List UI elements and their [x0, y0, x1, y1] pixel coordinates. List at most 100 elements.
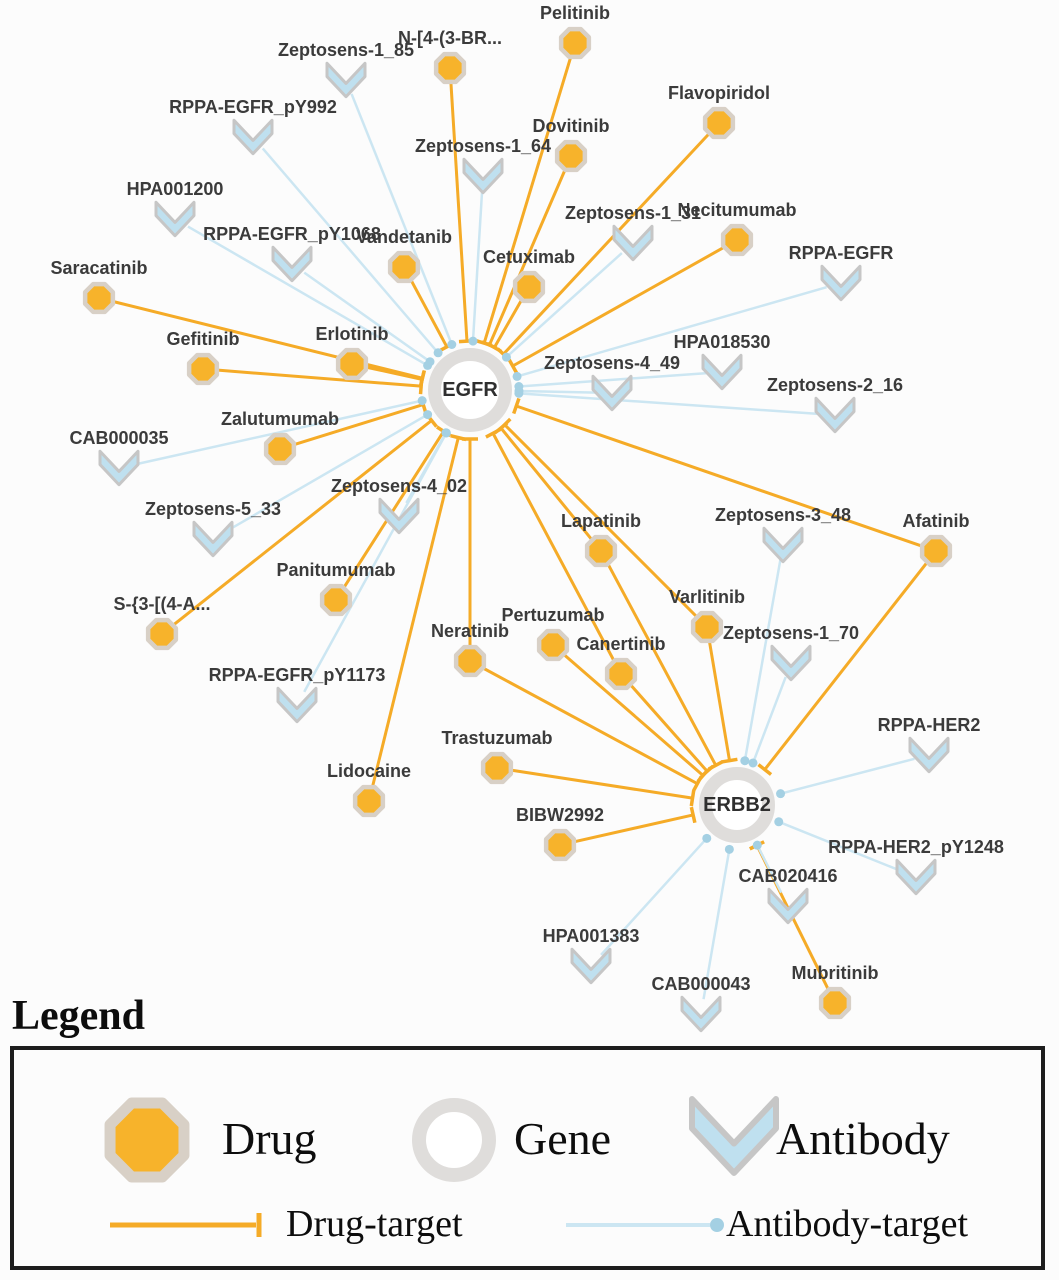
- node-rppa-egfr-py992[interactable]: RPPA-EGFR_pY992: [169, 97, 337, 156]
- node-mubritinib[interactable]: Mubritinib: [792, 963, 879, 1020]
- node-rppa-her2-py1248[interactable]: RPPA-HER2_pY1248: [828, 837, 1004, 896]
- node-label: Zeptosens-1_70: [723, 623, 859, 643]
- node-s-3-4-a[interactable]: S-{3-[(4-A...: [113, 594, 211, 651]
- node-afatinib[interactable]: Afatinib: [903, 511, 970, 568]
- node-label: Lidocaine: [327, 761, 411, 781]
- edge-varlitinib-erbb2: [708, 641, 738, 764]
- edge-cab000043-erbb2: [702, 844, 734, 1000]
- node-label: Cetuximab: [483, 247, 575, 267]
- node-label: Erlotinib: [316, 324, 389, 344]
- node-label: Zeptosens-1_64: [415, 136, 551, 156]
- node-label: CAB000043: [651, 974, 750, 994]
- legend-gene-label: Gene: [514, 1113, 612, 1164]
- node-zalutumumab[interactable]: Zalutumumab: [221, 409, 339, 466]
- node-rppa-egfr-py1068[interactable]: RPPA-EGFR_pY1068: [203, 224, 381, 283]
- edge-hpa001383-erbb2: [600, 833, 712, 956]
- node-bibw2992[interactable]: BIBW2992: [516, 805, 604, 862]
- edge-hpa018530-egfr: [514, 371, 708, 392]
- node-cab000035[interactable]: CAB000035: [69, 428, 169, 487]
- edge-rppa-her2-py1248-erbb2: [774, 817, 903, 873]
- node-zeptosens-1-31[interactable]: Zeptosens-1_31: [565, 203, 701, 262]
- node-zeptosens-4-02[interactable]: Zeptosens-4_02: [331, 476, 467, 535]
- node-dovitinib[interactable]: Dovitinib: [533, 116, 610, 173]
- legend-drug-label: Drug: [222, 1113, 317, 1164]
- node-zeptosens-2-16[interactable]: Zeptosens-2_16: [767, 375, 903, 434]
- node-rppa-her2[interactable]: RPPA-HER2: [878, 715, 981, 774]
- node-necitumumab[interactable]: Necitumumab: [677, 200, 797, 257]
- node-label: Zeptosens-3_48: [715, 505, 851, 525]
- node-label: Mubritinib: [792, 963, 879, 983]
- node-zeptosens-1-85[interactable]: Zeptosens-1_85: [278, 40, 414, 99]
- node-label: S-{3-[(4-A...: [113, 594, 210, 614]
- gene-label: EGFR: [442, 379, 498, 401]
- node-erlotinib[interactable]: Erlotinib: [316, 324, 389, 381]
- node-varlitinib[interactable]: Varlitinib: [669, 587, 745, 644]
- node-flavopiridol[interactable]: Flavopiridol: [668, 83, 770, 140]
- node-label: RPPA-EGFR_pY1068: [203, 224, 381, 244]
- node-cetuximab[interactable]: Cetuximab: [483, 247, 575, 304]
- edge-cab020416-erbb2: [752, 840, 783, 894]
- node-cab000043[interactable]: CAB000043: [651, 974, 751, 1033]
- edge-zeptosens-5-33-egfr: [225, 410, 433, 533]
- node-hpa001383[interactable]: HPA001383: [543, 926, 640, 985]
- edge-rppa-her2-erbb2: [776, 757, 915, 799]
- node-lapatinib[interactable]: Lapatinib: [561, 511, 641, 568]
- legend-box: Drug Gene Antibody Drug-target Antibody-…: [10, 1046, 1045, 1270]
- node-pertuzumab[interactable]: Pertuzumab: [501, 605, 605, 662]
- node-label: Zeptosens-2_16: [767, 375, 903, 395]
- node-label: HPA001200: [127, 179, 224, 199]
- node-vandetanib[interactable]: Vandetanib: [356, 227, 452, 284]
- node-label: Canertinib: [576, 634, 665, 654]
- edge-neratinib-erbb2: [482, 666, 703, 792]
- edge-n-4-3-br-egfr: [449, 82, 476, 344]
- node-saracatinib[interactable]: Saracatinib: [50, 258, 148, 315]
- node-zeptosens-4-49[interactable]: Zeptosens-4_49: [544, 353, 680, 412]
- edge-vandetanib-egfr: [409, 279, 455, 353]
- drug-target-edge-icon: [110, 1213, 262, 1237]
- edge-rppa-egfr-py1173-egfr: [303, 428, 451, 693]
- node-label: RPPA-HER2_pY1248: [828, 837, 1004, 857]
- node-label: RPPA-EGFR_pY992: [169, 97, 337, 117]
- node-zeptosens-5-33[interactable]: Zeptosens-5_33: [145, 499, 281, 558]
- node-label: RPPA-EGFR_pY1173: [209, 665, 386, 685]
- node-hpa001200[interactable]: HPA001200: [127, 179, 224, 238]
- edge-afatinib-erbb2: [757, 561, 928, 776]
- node-erbb2[interactable]: ERBB2: [699, 767, 775, 843]
- edge-canertinib-erbb2: [629, 684, 715, 778]
- node-label: Necitumumab: [677, 200, 796, 220]
- node-label: Zeptosens-4_49: [544, 353, 680, 373]
- node-pelitinib[interactable]: Pelitinib: [540, 3, 610, 60]
- node-label: Pelitinib: [540, 3, 610, 23]
- edge-cab000035-egfr: [133, 396, 427, 466]
- node-hpa018530[interactable]: HPA018530: [674, 332, 771, 391]
- edge-rppa-egfr-py992-egfr: [261, 147, 443, 358]
- drug-node-icon: [104, 1097, 190, 1183]
- node-zeptosens-3-48[interactable]: Zeptosens-3_48: [715, 505, 851, 564]
- edge-necitumumab-egfr: [507, 246, 725, 374]
- edge-trastuzumab-erbb2: [511, 768, 696, 807]
- node-egfr[interactable]: EGFR: [428, 348, 512, 432]
- edge-zeptosens-2-16-egfr: [514, 388, 821, 416]
- node-gefitinib[interactable]: Gefitinib: [167, 329, 240, 386]
- node-label: Dovitinib: [533, 116, 610, 136]
- node-trastuzumab[interactable]: Trastuzumab: [441, 728, 553, 785]
- node-panitumumab[interactable]: Panitumumab: [276, 560, 396, 617]
- node-zeptosens-1-70[interactable]: Zeptosens-1_70: [723, 623, 859, 682]
- node-canertinib[interactable]: Canertinib: [576, 634, 666, 691]
- node-neratinib[interactable]: Neratinib: [431, 621, 509, 678]
- legend-title: Legend: [12, 993, 146, 1039]
- node-lidocaine[interactable]: Lidocaine: [327, 761, 411, 818]
- node-rppa-egfr-py1173[interactable]: RPPA-EGFR_pY1173: [209, 665, 386, 724]
- node-cab020416[interactable]: CAB020416: [738, 866, 838, 925]
- node-zeptosens-1-64[interactable]: Zeptosens-1_64: [415, 136, 551, 195]
- node-label: RPPA-HER2: [878, 715, 981, 735]
- node-n-4-3-br[interactable]: N-[4-(3-BR...: [398, 28, 502, 85]
- node-label: Neratinib: [431, 621, 509, 641]
- node-label: Panitumumab: [276, 560, 395, 580]
- edge-cetuximab-egfr: [486, 299, 523, 353]
- node-label: CAB000035: [69, 428, 168, 448]
- node-rppa-egfr[interactable]: RPPA-EGFR: [789, 243, 894, 302]
- legend-antibody-label: Antibody: [776, 1113, 950, 1164]
